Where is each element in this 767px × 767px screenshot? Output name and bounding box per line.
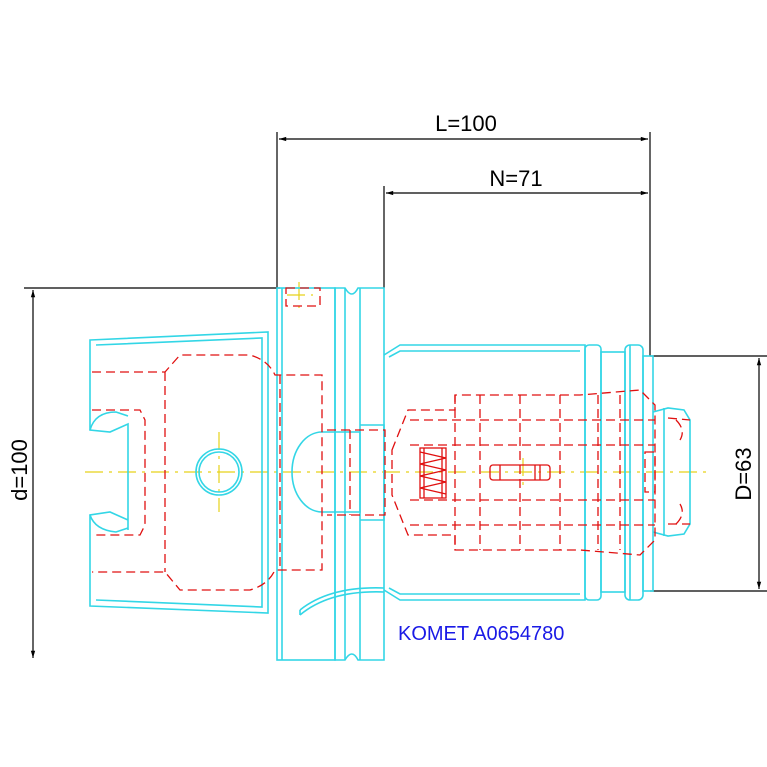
part-number-label: KOMET A0654780: [398, 623, 564, 645]
centerlines: [85, 282, 710, 512]
dimension-D-label: D=63: [731, 447, 756, 500]
spring-icon: [419, 447, 447, 499]
tool-outline: [89, 287, 691, 661]
dimension-N-label: N=71: [489, 166, 542, 191]
dimension-L-label: L=100: [435, 111, 497, 136]
dimension-labels: L=100 N=71 d=100 D=63: [7, 111, 756, 501]
pin-icon: [489, 464, 551, 481]
dimension-d-label: d=100: [7, 439, 32, 501]
dimension-lines: [24, 132, 767, 659]
hidden-lines: [92, 287, 691, 591]
